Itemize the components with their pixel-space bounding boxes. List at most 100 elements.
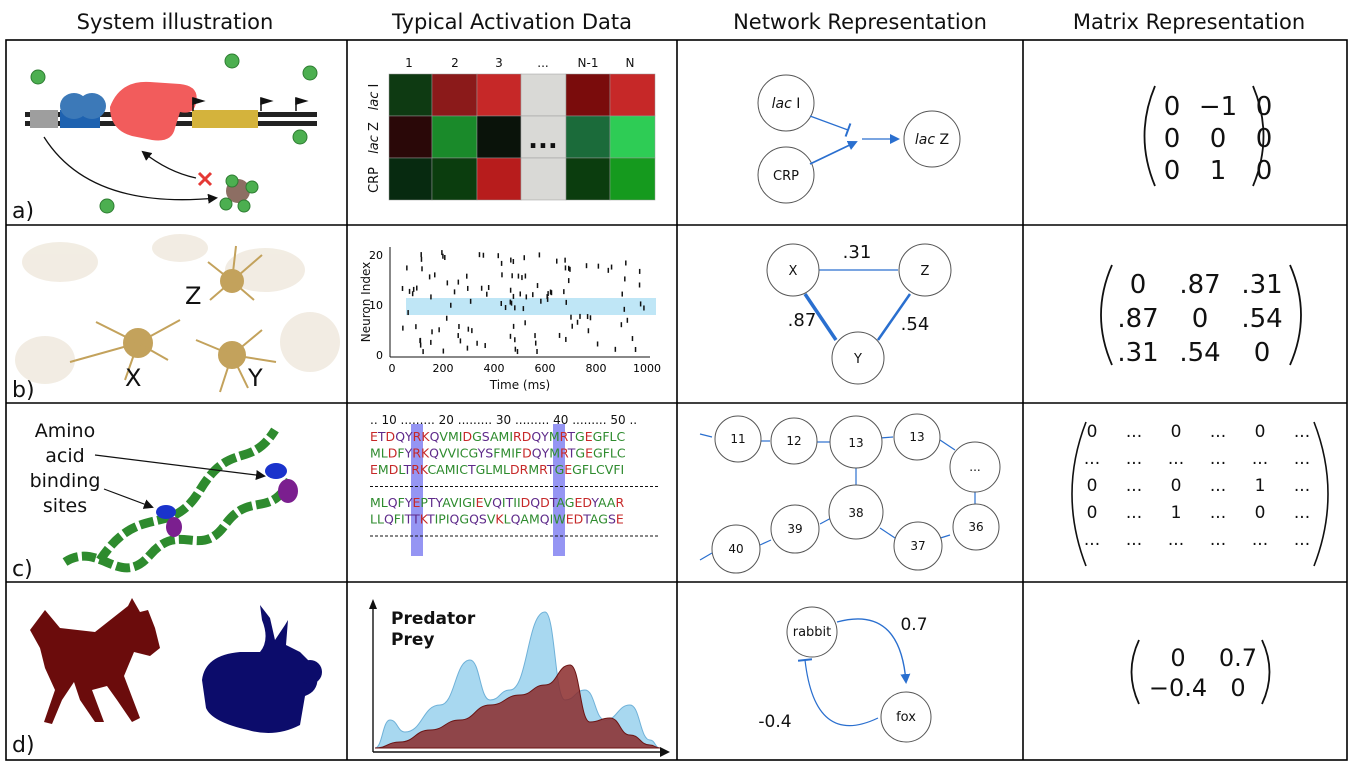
spike [504, 305, 507, 311]
spike [587, 328, 590, 334]
spike [422, 349, 424, 355]
spike [459, 338, 462, 344]
matrix-entry: .31 [1117, 338, 1158, 368]
heatmap-col-label: 1 [405, 56, 413, 70]
spike [534, 333, 536, 339]
spike [514, 305, 516, 311]
spike [586, 314, 589, 320]
node-x: X [789, 264, 798, 279]
matrix-entry: ... [1210, 503, 1226, 523]
matrix-entry: 0 [1256, 124, 1273, 154]
spike [430, 294, 432, 300]
spike [524, 273, 527, 279]
edge-weight: .54 [901, 314, 930, 335]
spike [556, 258, 558, 264]
matrix-entry: ... [1084, 530, 1100, 550]
matrix-entry: ... [1294, 422, 1310, 442]
matrix-entry: 0 [1230, 674, 1245, 702]
spike [623, 306, 626, 312]
matrix-entry: ... [1252, 530, 1268, 550]
animal-illustration [30, 598, 322, 734]
node-label: 39 [787, 522, 802, 536]
matrix-entry: .87 [1117, 304, 1158, 334]
row-label-d: d) [12, 733, 35, 758]
spike [639, 301, 642, 307]
matrix-entry: 0 [1164, 92, 1181, 122]
matrix-entry: ... [1084, 449, 1100, 469]
spike [458, 323, 460, 329]
header-network: Network Representation [733, 10, 987, 34]
heatmap-cell [388, 157, 433, 201]
spike [450, 302, 452, 308]
grid [5, 39, 1348, 761]
node-label: 36 [968, 520, 983, 534]
spike [597, 263, 600, 269]
node-y: Y [853, 352, 862, 367]
matrix-entry: ... [1210, 449, 1226, 469]
spike [514, 337, 516, 343]
spike [476, 340, 478, 346]
spike [416, 285, 418, 291]
matrix-entry: 0 [1192, 304, 1209, 334]
spike [419, 338, 421, 344]
spike [466, 285, 469, 291]
matrix-entry: ... [1126, 422, 1142, 442]
spike [438, 327, 440, 333]
matrix-entry: 0 [1255, 503, 1266, 523]
matrix-entry: 0 [1256, 156, 1273, 186]
spike [442, 348, 445, 354]
heatmap-cell [609, 157, 656, 201]
raster-xtick: 400 [484, 362, 505, 375]
heatmap-col-label: 3 [495, 56, 503, 70]
matrix-entry: ... [1126, 449, 1142, 469]
raster-ytick: 10 [369, 299, 383, 312]
spike [445, 315, 448, 321]
matrix-entry: 0 [1164, 156, 1181, 186]
spike [509, 287, 512, 293]
node-z: Z [921, 264, 930, 279]
heatmap-cell [609, 73, 656, 117]
spike [631, 336, 634, 342]
matrix-entry: ... [1168, 449, 1184, 469]
network-d: rabbit fox 0.7 -0.4 [758, 606, 932, 743]
sequence-line: ETDQYRKQVMIDGSAMIRDQYMRTGEGFLC [370, 429, 625, 444]
spike [466, 345, 469, 351]
spike [536, 348, 538, 354]
node-crp-label: CRP [773, 169, 799, 184]
spike [569, 266, 571, 272]
matrix-entry: ... [1294, 530, 1310, 550]
spike [406, 265, 408, 271]
matrix-entry: 0 [1171, 476, 1182, 496]
spike [419, 342, 422, 348]
heatmap-cell [388, 73, 433, 117]
spike [610, 264, 613, 270]
spike [550, 290, 553, 296]
heatmap-col-label: N-1 [578, 56, 599, 70]
matrix-entry: ... [1294, 449, 1310, 469]
matrix-entry: .31 [1241, 270, 1282, 300]
spike [565, 299, 568, 305]
spike [571, 323, 573, 329]
node-laci-label: lac I [772, 96, 801, 112]
matrix-entry: ... [1294, 503, 1310, 523]
heatmap-cell [565, 157, 611, 201]
spike [643, 305, 645, 311]
matrix-entry: .54 [1241, 304, 1282, 334]
node-fox: fox [896, 710, 916, 725]
node-rabbit: rabbit [793, 625, 832, 640]
node-label: 40 [728, 542, 743, 556]
protein-illustration: Amino acid binding sites [30, 420, 298, 573]
spike [570, 314, 572, 320]
heatmap-row-label: lac I [367, 84, 382, 111]
spike [482, 252, 485, 258]
matrix-entry: 0 [1171, 422, 1182, 442]
spike [512, 323, 515, 329]
heatmap: 1 2 3 ... N-1 N lac I lac Z CRP ... [367, 56, 656, 201]
sequence-line: LLQFITTKTIPIQGQSVKLQAMQIWEDTAGSE [370, 512, 624, 527]
spike [525, 294, 528, 300]
spike [420, 252, 422, 258]
heatmap-cell [520, 73, 567, 117]
spike [430, 339, 432, 345]
spike [538, 252, 541, 258]
